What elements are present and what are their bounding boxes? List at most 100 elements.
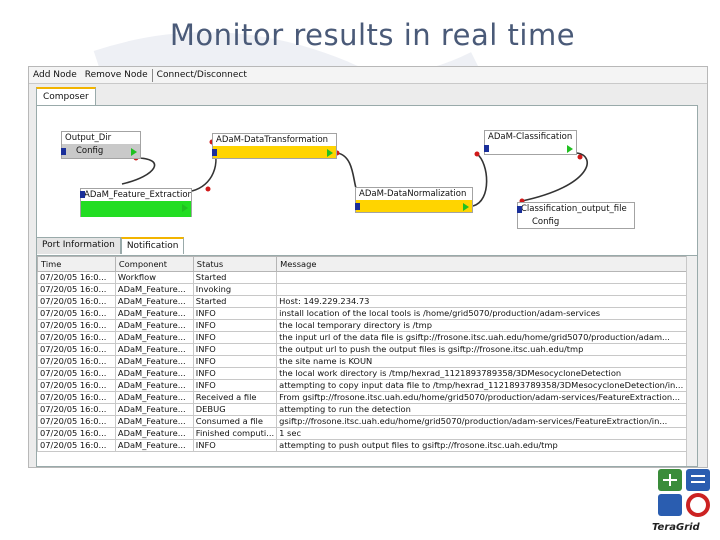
cell-status: Finished computi... [192, 427, 278, 440]
cell-status: INFO [192, 331, 278, 344]
cell-component: ADaM_Feature... [114, 403, 194, 416]
menu-add-node[interactable]: Add Node [33, 70, 77, 80]
cell-component: Workflow [114, 271, 194, 284]
connector-dot [474, 151, 480, 157]
node-title: ADaM-Classification [485, 131, 576, 143]
input-port-icon[interactable] [80, 191, 85, 198]
cell-status: INFO [192, 439, 278, 452]
node-config[interactable] [81, 201, 191, 217]
output-port-icon[interactable] [463, 203, 469, 211]
cell-message: From gsiftp://frosone.itsc.uah.edu/home/… [276, 391, 697, 404]
cell-message: Host: 149.229.234.73 [276, 295, 697, 308]
input-port-icon[interactable] [484, 145, 489, 152]
table-header-row: Time Component Status Message [37, 256, 697, 272]
menu-divider [151, 68, 153, 82]
cell-message: attempting to copy input data file to /t… [276, 379, 697, 392]
column-header-time[interactable]: Time [37, 256, 116, 272]
cell-component: ADaM_Feature... [114, 283, 194, 296]
menu-connect-disconnect[interactable]: Connect/Disconnect [156, 70, 247, 80]
output-port-icon[interactable] [182, 204, 188, 212]
cell-time: 07/20/05 16:0... [37, 403, 116, 416]
cell-status: INFO [192, 367, 278, 380]
cell-message: the output url to push the output files … [276, 343, 697, 356]
cell-status: INFO [192, 355, 278, 368]
table-row[interactable]: 07/20/05 16:0...ADaM_Feature...Invoking [37, 283, 697, 296]
connector-dot [205, 186, 211, 192]
node-title: ADaM-DataTransformation [213, 134, 336, 146]
bottom-tab-strip: Port Information Notification [36, 237, 185, 254]
cell-status: Started [192, 295, 278, 308]
column-header-component[interactable]: Component [114, 256, 194, 272]
slide-title: Monitor results in real time [169, 18, 576, 52]
cell-message: 1 sec [276, 427, 697, 440]
cell-message [276, 283, 697, 296]
table-row[interactable]: 07/20/05 16:0...ADaM_Feature...Consumed … [37, 415, 697, 428]
teragrid-logo-icon [658, 469, 710, 517]
column-header-status[interactable]: Status [192, 256, 278, 272]
connector-normalize-to-classification [472, 153, 488, 207]
connector-classification-to-output [521, 152, 588, 202]
cell-time: 07/20/05 16:0... [37, 391, 116, 404]
input-port-icon[interactable] [212, 149, 217, 156]
input-port-icon[interactable] [355, 203, 360, 210]
cell-component: ADaM_Feature... [114, 355, 194, 368]
node-config[interactable] [485, 143, 576, 154]
node-data-transformation[interactable]: ADaM-DataTransformation [212, 133, 337, 159]
output-port-icon[interactable] [327, 149, 333, 157]
cell-time: 07/20/05 16:0... [37, 367, 116, 380]
menubar: Add Node Remove Node Connect/Disconnect [29, 67, 707, 84]
table-row[interactable]: 07/20/05 16:0...ADaM_Feature...Received … [37, 391, 697, 404]
notification-table-panel: Time Component Status Message 07/20/05 1… [36, 255, 698, 467]
cell-component: ADaM_Feature... [114, 415, 194, 428]
node-config[interactable] [356, 200, 472, 212]
node-title: Output_Dir [62, 132, 140, 144]
column-header-message[interactable]: Message [276, 256, 697, 272]
cell-status: INFO [192, 307, 278, 320]
cell-message: the local temporary directory is /tmp [276, 319, 697, 332]
node-classification[interactable]: ADaM-Classification [484, 130, 577, 155]
menu-remove-node[interactable]: Remove Node [84, 70, 148, 80]
node-title: ADaM-DataNormalization [356, 188, 472, 200]
node-config[interactable]: Config [518, 215, 634, 228]
node-classification-output-file[interactable]: Classification_output_file Config [517, 202, 635, 229]
table-row[interactable]: 07/20/05 16:0...ADaM_Feature...Finished … [37, 427, 697, 440]
cell-message: the input url of the data file is gsiftp… [276, 331, 697, 344]
cell-component: ADaM_Feature... [114, 367, 194, 380]
tab-notification[interactable]: Notification [120, 237, 185, 254]
input-port-icon[interactable] [517, 206, 522, 213]
tab-composer[interactable]: Composer [36, 87, 96, 106]
node-feature-extraction[interactable]: ADaM_Feature_Extraction [80, 188, 192, 217]
cell-time: 07/20/05 16:0... [37, 283, 116, 296]
cell-status: INFO [192, 379, 278, 392]
input-port-icon[interactable] [61, 148, 66, 155]
output-port-icon[interactable] [567, 145, 573, 153]
node-output-dir[interactable]: Output_Dir Config [61, 131, 141, 159]
vertical-scrollbar[interactable] [686, 256, 697, 466]
cell-message: the local work directory is /tmp/hexrad_… [276, 367, 697, 380]
cell-component: ADaM_Feature... [114, 319, 194, 332]
node-data-normalization[interactable]: ADaM-DataNormalization [355, 187, 473, 213]
tab-port-information[interactable]: Port Information [36, 237, 121, 254]
connector-output-to-feature [121, 157, 156, 185]
cell-time: 07/20/05 16:0... [37, 319, 116, 332]
cell-time: 07/20/05 16:0... [37, 307, 116, 320]
node-config[interactable] [213, 146, 336, 158]
cell-time: 07/20/05 16:0... [37, 295, 116, 308]
node-config[interactable]: Config [62, 144, 140, 158]
output-port-icon[interactable] [131, 148, 137, 156]
cell-message: the site name is KOUN [276, 355, 697, 368]
teragrid-logo-text: TeraGrid [652, 522, 700, 533]
cell-time: 07/20/05 16:0... [37, 439, 116, 452]
cell-time: 07/20/05 16:0... [37, 355, 116, 368]
